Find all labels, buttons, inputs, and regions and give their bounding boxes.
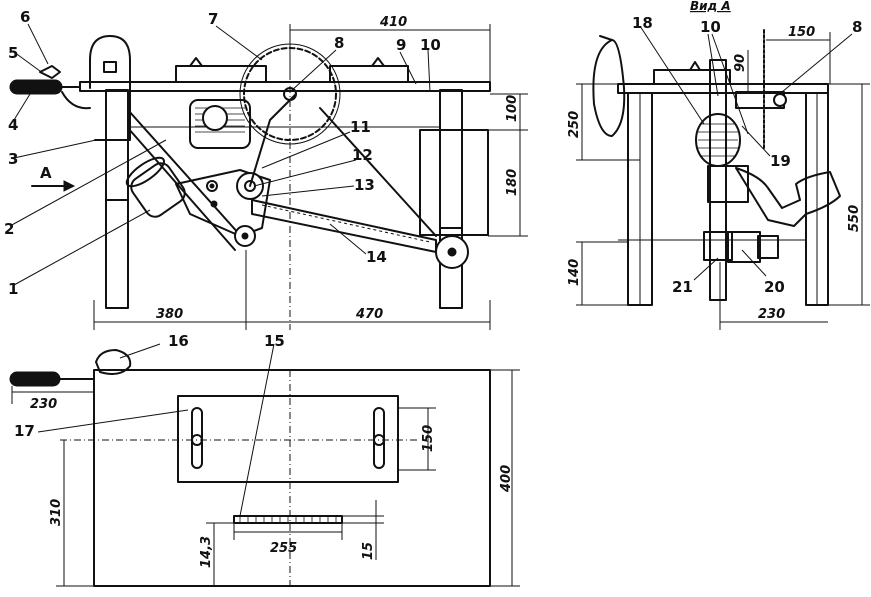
callout-10-side: 10 xyxy=(700,18,721,36)
motor-bracket xyxy=(175,169,271,237)
dim-470: 470 xyxy=(355,307,383,322)
dim-150-top: 150 xyxy=(421,425,436,452)
side-dimensions xyxy=(576,32,870,330)
side-view xyxy=(576,25,870,330)
callout-8-side: 8 xyxy=(852,18,862,36)
callout-6: 6 xyxy=(20,8,30,26)
callout-17: 17 xyxy=(14,422,35,440)
callout-2: 2 xyxy=(4,220,14,238)
dim-550: 550 xyxy=(847,205,862,232)
callout-10: 10 xyxy=(420,36,441,54)
callout-1: 1 xyxy=(8,280,18,298)
side-lower-block xyxy=(727,231,761,263)
dim-230-top: 230 xyxy=(30,397,57,412)
dim-250: 250 xyxy=(567,111,582,138)
callout-3: 3 xyxy=(8,150,18,168)
callout-8: 8 xyxy=(334,34,344,52)
front-leaders xyxy=(9,23,431,286)
callout-16: 16 xyxy=(168,332,189,350)
dim-410: 410 xyxy=(379,15,407,30)
top-view xyxy=(9,343,520,587)
callout-21: 21 xyxy=(672,278,693,296)
callout-14: 14 xyxy=(366,248,387,266)
dim-140: 140 xyxy=(567,259,582,286)
dim-380: 380 xyxy=(156,307,183,322)
handle-grip xyxy=(9,79,63,95)
side-box xyxy=(419,129,489,236)
side-guard xyxy=(592,39,626,137)
dim-15: 15 xyxy=(361,542,376,560)
callout-20: 20 xyxy=(764,278,785,296)
dimension-labels: 410 100 180 380 470 150 90 250 550 140 2… xyxy=(30,15,862,568)
dim-14-3: 14,3 xyxy=(199,536,214,568)
callout-18: 18 xyxy=(632,14,653,32)
side-table-top xyxy=(617,83,829,94)
view-a-arrow xyxy=(63,180,76,192)
callout-labels: 6 5 4 3 2 1 7 8 9 10 11 12 13 14 15 16 1… xyxy=(4,0,862,440)
top-knob xyxy=(95,349,132,375)
exhaust xyxy=(735,167,841,227)
engine xyxy=(189,99,251,149)
callout-15: 15 xyxy=(264,332,285,350)
guard-box xyxy=(89,35,131,141)
fuel-tank xyxy=(130,162,186,218)
callout-7: 7 xyxy=(208,10,218,28)
front-view xyxy=(9,23,528,330)
view-a-title: Вид А xyxy=(690,0,731,13)
front-dimensions xyxy=(93,24,528,330)
callout-5: 5 xyxy=(8,44,18,62)
dim-180: 180 xyxy=(505,169,520,196)
callout-9: 9 xyxy=(396,36,406,54)
dim-400: 400 xyxy=(499,465,514,493)
callout-19: 19 xyxy=(770,152,791,170)
right-leg xyxy=(439,89,463,309)
callout-11: 11 xyxy=(350,118,371,136)
callout-12: 12 xyxy=(352,146,373,164)
top-dimensions xyxy=(11,369,520,587)
dim-100: 100 xyxy=(505,95,520,122)
callout-13: 13 xyxy=(354,176,375,194)
side-shaft xyxy=(709,59,727,301)
clamp-knob xyxy=(39,65,61,79)
top-handle-grip xyxy=(9,371,61,387)
dim-150-side: 150 xyxy=(788,25,815,40)
fence-right xyxy=(329,65,409,83)
callout-4: 4 xyxy=(8,116,18,134)
lever xyxy=(251,199,437,253)
dim-230-side: 230 xyxy=(758,307,785,322)
fence-left xyxy=(175,65,267,83)
top-table xyxy=(93,369,491,587)
dim-310: 310 xyxy=(49,499,64,526)
side-leaders xyxy=(639,25,853,281)
top-leaders xyxy=(37,343,275,517)
view-a-label: A xyxy=(40,164,52,182)
dim-90: 90 xyxy=(733,54,748,72)
dim-255: 255 xyxy=(270,541,297,556)
guide-plate xyxy=(177,395,399,483)
